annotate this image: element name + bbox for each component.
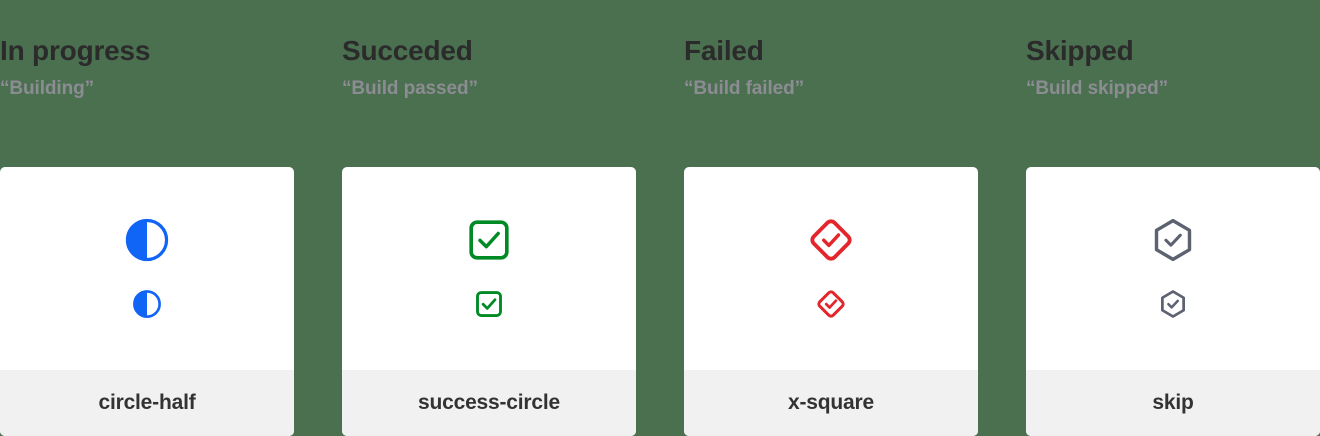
icon-name-label: skip	[1152, 391, 1194, 414]
icon-card-body	[1026, 167, 1320, 370]
column-subtitle: “Build failed”	[684, 78, 804, 99]
icon-name-label: success-circle	[418, 391, 560, 414]
column-headings: In progress “Building” Succeded “Build p…	[0, 0, 1320, 167]
circle-half-icon	[124, 217, 170, 263]
icon-card-body	[684, 167, 978, 370]
circle-half-icon-small	[132, 289, 162, 319]
heading-column-failed: Failed “Build failed”	[684, 0, 1026, 167]
success-circle-icon	[466, 217, 512, 263]
icon-card-circle-half[interactable]: circle-half	[0, 167, 294, 436]
icon-card-success-circle[interactable]: success-circle	[342, 167, 636, 436]
icon-card-body	[0, 167, 294, 370]
icon-card-footer: circle-half	[0, 370, 294, 436]
icon-cards-row: circle-half	[0, 167, 1320, 436]
card-gap	[636, 167, 684, 436]
icon-card-footer: x-square	[684, 370, 978, 436]
icon-name-label: circle-half	[98, 391, 196, 414]
heading-column-succeded: Succeded “Build passed”	[342, 0, 684, 167]
x-square-icon	[808, 217, 854, 263]
column-subtitle: “Build passed”	[342, 78, 478, 99]
x-square-icon-small	[816, 289, 846, 319]
icon-card-skip[interactable]: skip	[1026, 167, 1320, 436]
skip-icon-small	[1158, 289, 1188, 319]
icon-name-label: x-square	[788, 391, 874, 414]
column-title: Skipped	[1026, 35, 1134, 66]
heading-column-skipped: Skipped “Build skipped”	[1026, 0, 1320, 167]
column-title: Failed	[684, 35, 764, 66]
card-gap	[978, 167, 1026, 436]
icon-card-body	[342, 167, 636, 370]
column-title: Succeded	[342, 35, 473, 66]
card-gap	[294, 167, 342, 436]
heading-column-in-progress: In progress “Building”	[0, 0, 342, 167]
skip-icon	[1150, 217, 1196, 263]
icon-card-footer: skip	[1026, 370, 1320, 436]
column-subtitle: “Build skipped”	[1026, 78, 1169, 99]
icon-card-footer: success-circle	[342, 370, 636, 436]
column-title: In progress	[0, 35, 151, 66]
icon-card-x-square[interactable]: x-square	[684, 167, 978, 436]
success-circle-icon-small	[474, 289, 504, 319]
column-subtitle: “Building”	[0, 78, 94, 99]
